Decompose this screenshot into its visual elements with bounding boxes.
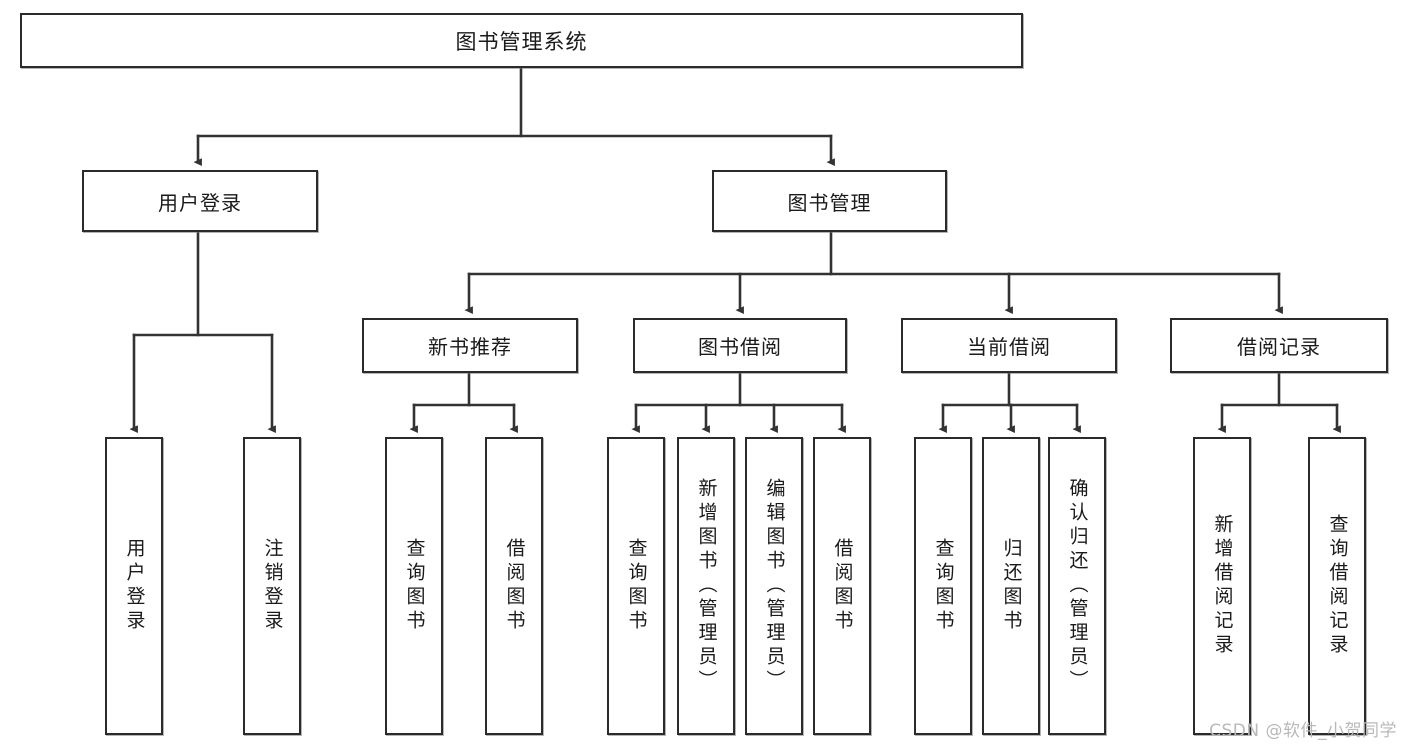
node-root-system[interactable]: 图书管理系统 bbox=[20, 13, 1023, 68]
leaf-query-book-current[interactable]: 查询图书 bbox=[914, 437, 972, 735]
leaf-add-borrow-record[interactable]: 新增借阅记录 bbox=[1193, 437, 1251, 735]
leaf-label: 新增图书（管理员） bbox=[695, 478, 718, 694]
leaf-edit-book[interactable]: 编辑图书（管理员） bbox=[745, 437, 803, 735]
leaf-query-borrow-record[interactable]: 查询借阅记录 bbox=[1308, 437, 1366, 735]
leaf-return-book[interactable]: 归还图书 bbox=[982, 437, 1040, 735]
node-book-management[interactable]: 图书管理 bbox=[712, 170, 947, 232]
node-user-login[interactable]: 用户登录 bbox=[82, 170, 318, 232]
node-book-borrow[interactable]: 图书借阅 bbox=[633, 318, 847, 373]
leaf-query-book-recommend[interactable]: 查询图书 bbox=[385, 437, 443, 735]
leaf-label: 查询图书 bbox=[403, 538, 426, 634]
leaf-logout-login[interactable]: 注销登录 bbox=[243, 437, 301, 735]
leaf-borrow-book-recommend[interactable]: 借阅图书 bbox=[485, 437, 543, 735]
leaf-label: 编辑图书（管理员） bbox=[763, 478, 786, 694]
leaf-label: 归还图书 bbox=[1000, 538, 1023, 634]
node-new-book-recommend[interactable]: 新书推荐 bbox=[362, 318, 578, 373]
leaf-user-login[interactable]: 用户登录 bbox=[105, 437, 163, 735]
leaf-label: 查询图书 bbox=[625, 538, 648, 634]
leaf-label: 注销登录 bbox=[261, 538, 284, 634]
leaf-label: 确认归还（管理员） bbox=[1066, 478, 1089, 694]
csdn-watermark: CSDN @软件_小贺同学 bbox=[1209, 721, 1397, 741]
leaf-label: 借阅图书 bbox=[831, 538, 854, 634]
node-borrow-record[interactable]: 借阅记录 bbox=[1170, 318, 1388, 373]
leaf-label: 查询图书 bbox=[932, 538, 955, 634]
leaf-borrow-book[interactable]: 借阅图书 bbox=[813, 437, 871, 735]
leaf-label: 借阅图书 bbox=[503, 538, 526, 634]
node-current-borrow[interactable]: 当前借阅 bbox=[901, 318, 1117, 373]
leaf-label: 用户登录 bbox=[123, 538, 146, 634]
leaf-query-book-borrow[interactable]: 查询图书 bbox=[607, 437, 665, 735]
leaf-confirm-return[interactable]: 确认归还（管理员） bbox=[1048, 437, 1106, 735]
leaf-add-book[interactable]: 新增图书（管理员） bbox=[677, 437, 735, 735]
leaf-label: 查询借阅记录 bbox=[1326, 514, 1349, 658]
leaf-label: 新增借阅记录 bbox=[1211, 514, 1234, 658]
